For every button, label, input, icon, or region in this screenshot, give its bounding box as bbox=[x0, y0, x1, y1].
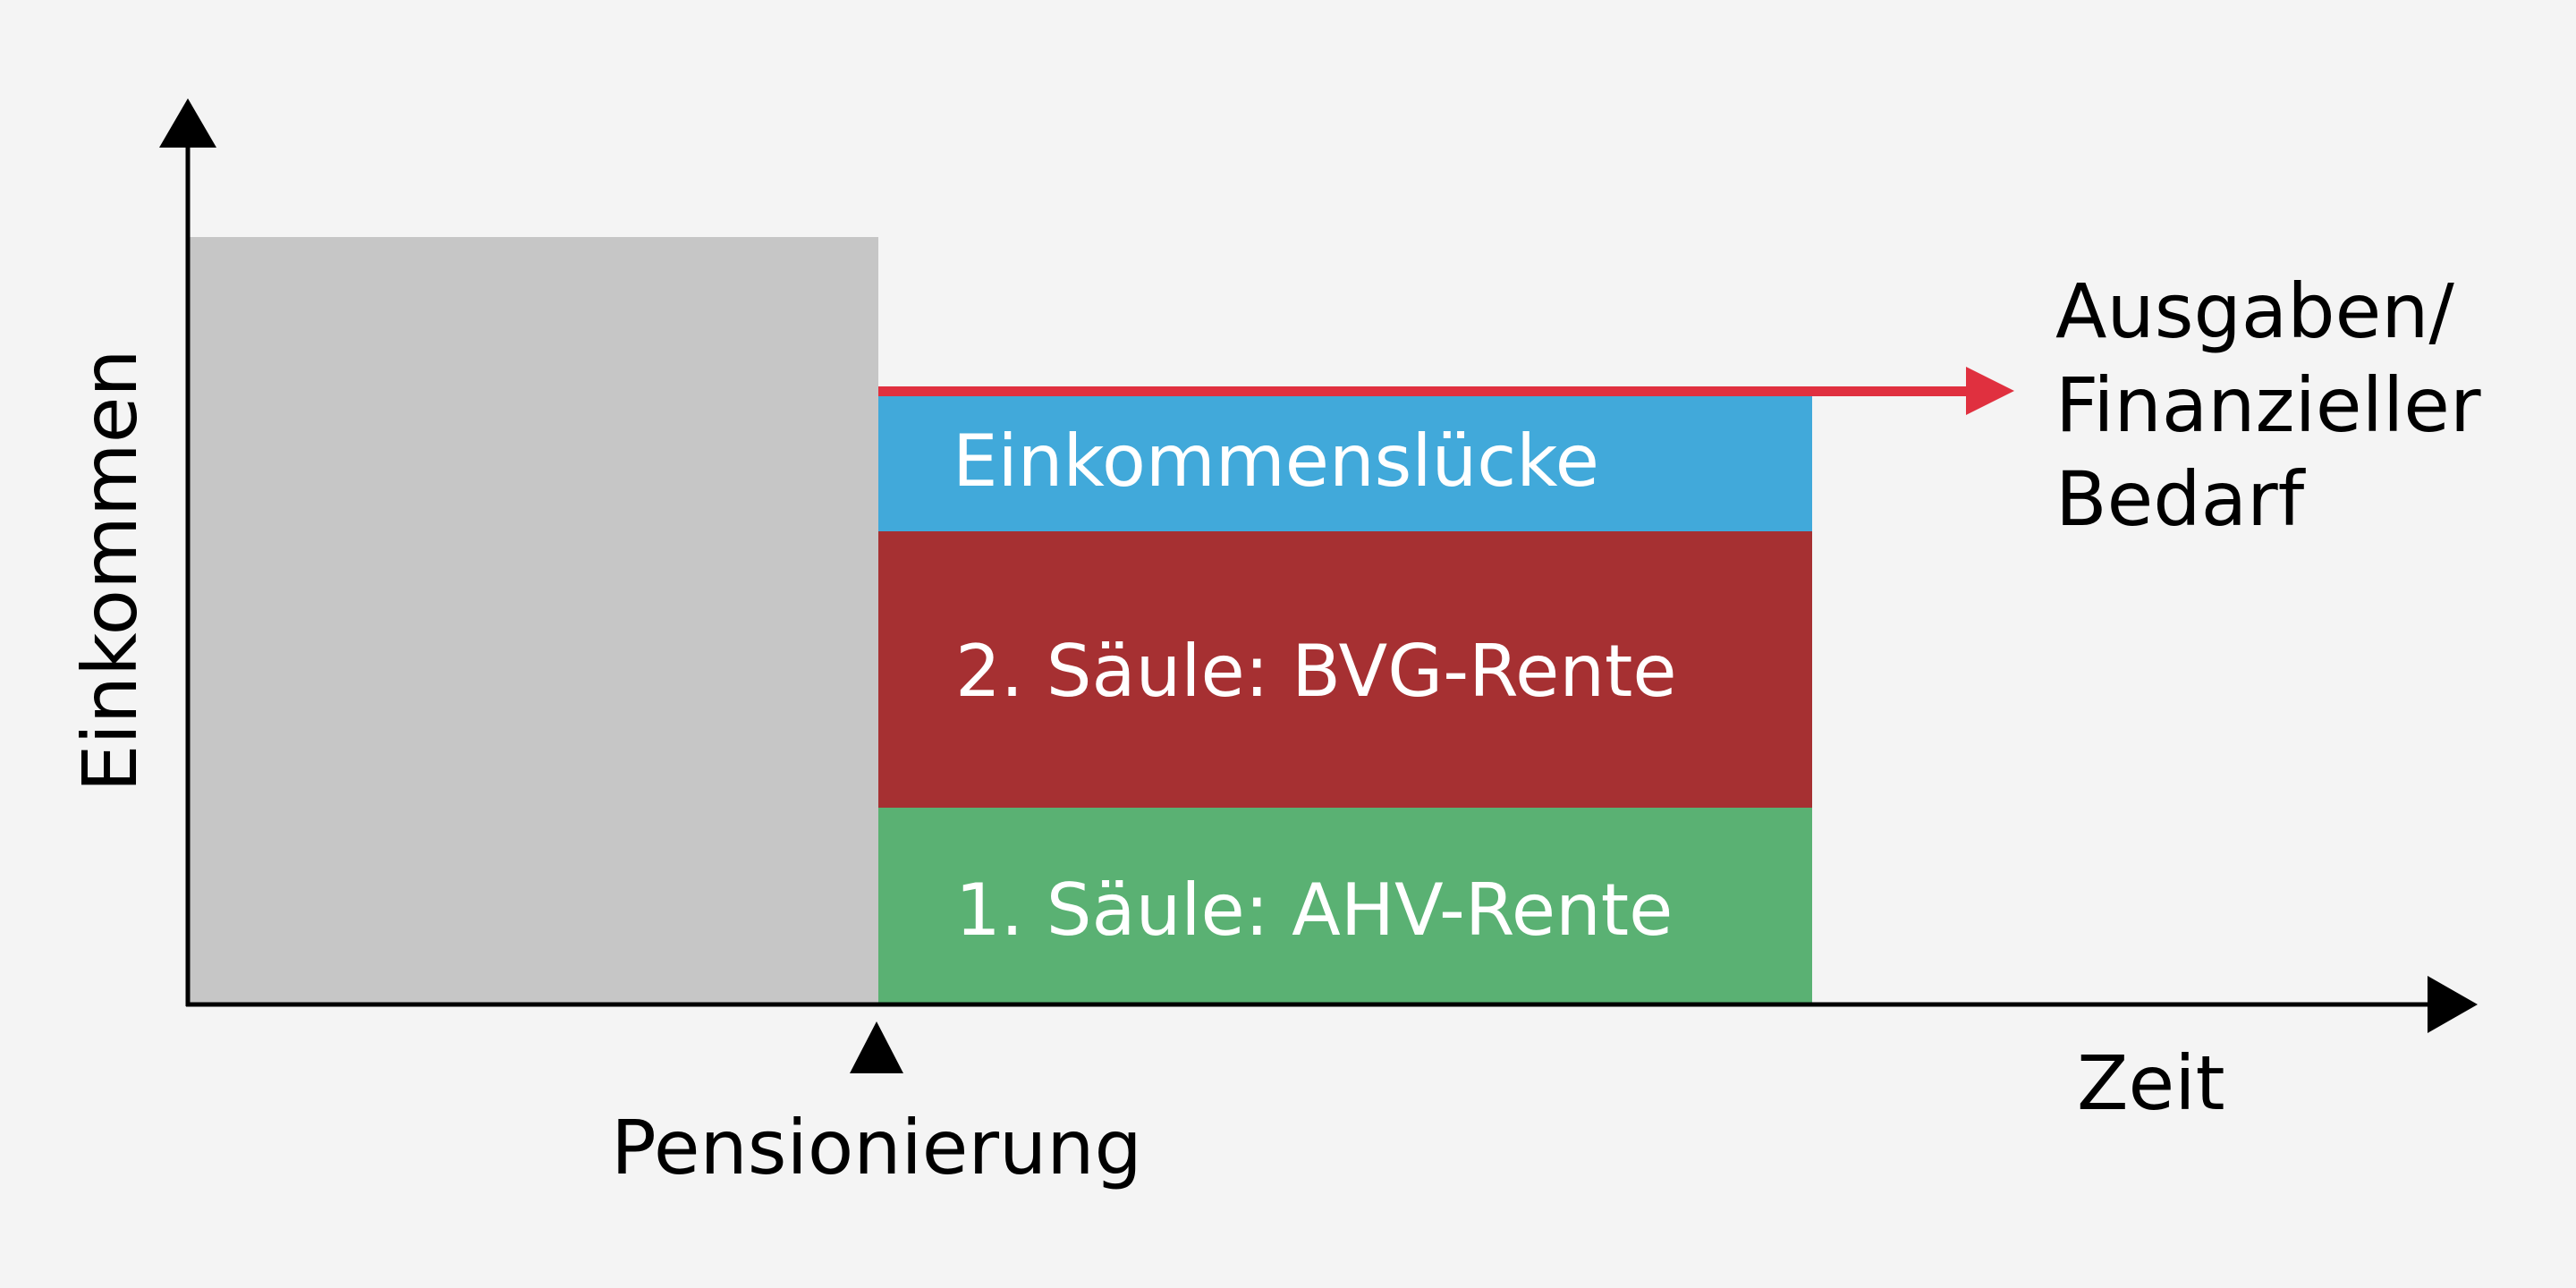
expenses-label-line1: Ausgaben/ bbox=[2055, 267, 2454, 355]
income-gap-segment bbox=[878, 394, 1812, 531]
y-axis-arrowhead bbox=[159, 98, 216, 148]
pillar2-segment bbox=[878, 531, 1812, 808]
expenses-label-line2: Finanzieller bbox=[2055, 361, 2481, 449]
y-axis-label: Einkommen bbox=[66, 349, 154, 792]
x-axis-arrowhead bbox=[2428, 976, 2478, 1033]
expenses-line bbox=[878, 386, 1970, 396]
retirement-marker-icon bbox=[850, 1021, 903, 1073]
expenses-label-line3: Bedarf bbox=[2055, 455, 2307, 543]
expenses-arrowhead bbox=[1966, 367, 2014, 415]
retirement-marker-label: Pensionierung bbox=[611, 1104, 1142, 1191]
pre-retirement-income-block bbox=[188, 237, 878, 1004]
x-axis-label: Zeit bbox=[2077, 1039, 2225, 1127]
pillar1-segment bbox=[878, 808, 1812, 1004]
income-gap-label: Einkommenslücke bbox=[953, 419, 1599, 503]
pillar2-label: 2. Säule: BVG-Rente bbox=[955, 630, 1677, 713]
pillar1-label: 1. Säule: AHV-Rente bbox=[955, 869, 1673, 952]
